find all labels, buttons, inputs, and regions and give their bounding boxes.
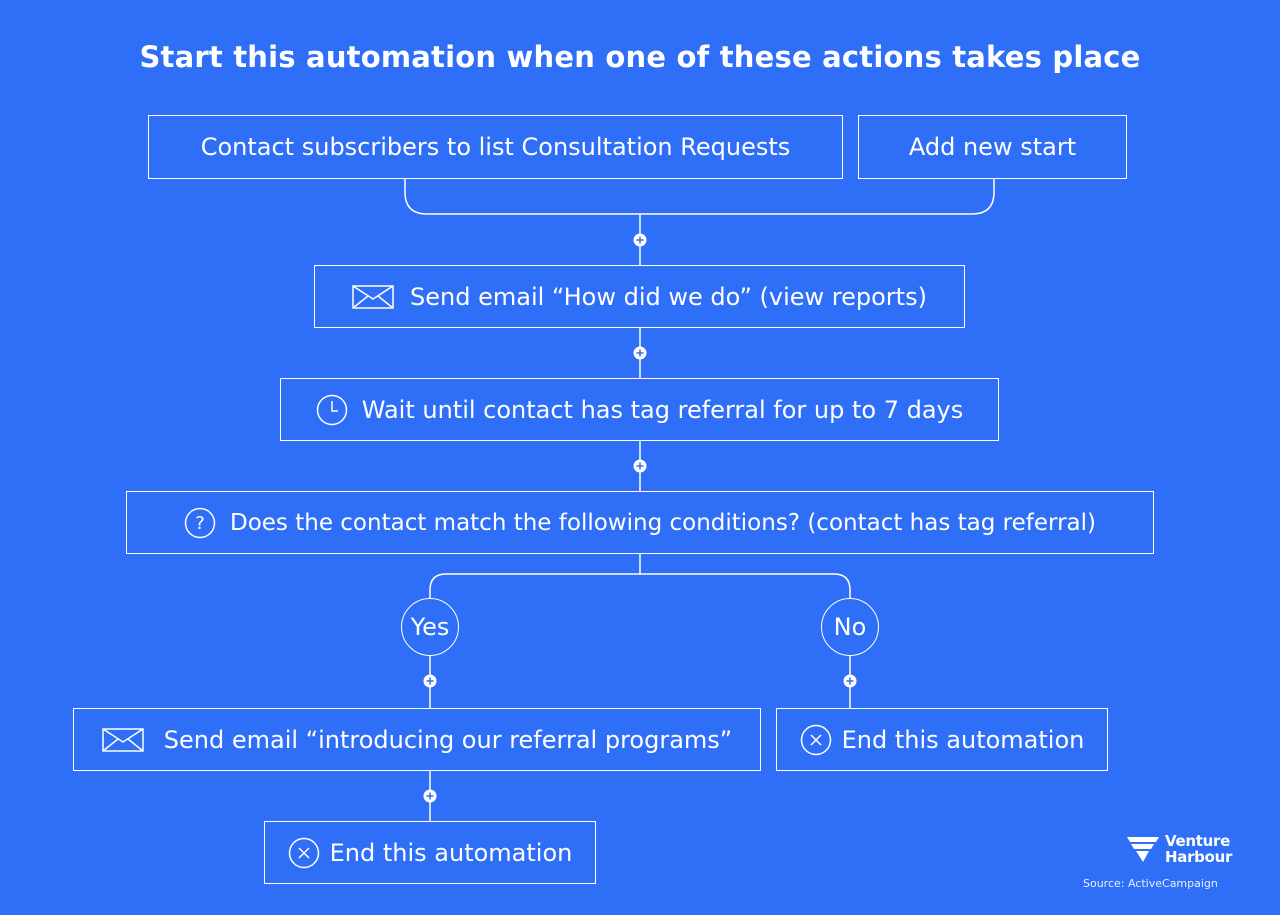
add-step-plus-icon[interactable] [842,673,858,689]
yes-send-email-step[interactable]: Send email “introducing our referral pro… [73,708,761,771]
add-step-plus-icon[interactable] [632,458,648,474]
add-new-start-button[interactable]: Add new start [858,115,1127,179]
add-new-start-label: Add new start [908,133,1077,161]
page-title: Start this automation when one of these … [139,40,1141,74]
send-email-step[interactable]: Send email “How did we do” (view reports… [314,265,965,328]
trigger-label: Contact subscribers to list Consultation… [200,133,791,161]
logo-mark-icon [1127,837,1159,862]
condition-step[interactable]: ? Does the contact match the following c… [126,491,1154,554]
condition-label: Does the contact match the following con… [230,509,1096,536]
trigger-consultation-requests[interactable]: Contact subscribers to list Consultation… [148,115,843,179]
clock-icon [316,394,348,426]
question-icon: ? [184,507,216,539]
close-circle-icon [800,724,832,756]
add-step-plus-icon[interactable] [632,345,648,361]
yes-end-label: End this automation [329,838,573,867]
no-end-label: End this automation [841,725,1085,754]
logo-line-1: Venture [1165,832,1230,850]
envelope-icon [352,284,394,309]
send-email-label: Send email “How did we do” (view reports… [410,282,927,311]
add-step-plus-icon[interactable] [632,232,648,248]
wait-step[interactable]: Wait until contact has tag referral for … [280,378,999,441]
add-step-plus-icon[interactable] [422,788,438,804]
yes-end-automation-step[interactable]: End this automation [264,821,596,884]
no-end-automation-step[interactable]: End this automation [776,708,1108,771]
yes-branch-label: Yes [401,598,459,656]
yes-send-email-label: Send email “introducing our referral pro… [163,725,733,754]
svg-text:?: ? [195,513,205,534]
wait-label: Wait until contact has tag referral for … [361,395,964,424]
source-credit: Source: ActiveCampaign [1083,877,1218,890]
close-circle-icon [288,837,320,869]
add-step-plus-icon[interactable] [422,673,438,689]
logo-line-2: Harbour [1165,848,1233,866]
envelope-icon [102,727,144,752]
venture-harbour-logo: Venture Harbour [1126,833,1232,865]
no-branch-label: No [821,598,879,656]
